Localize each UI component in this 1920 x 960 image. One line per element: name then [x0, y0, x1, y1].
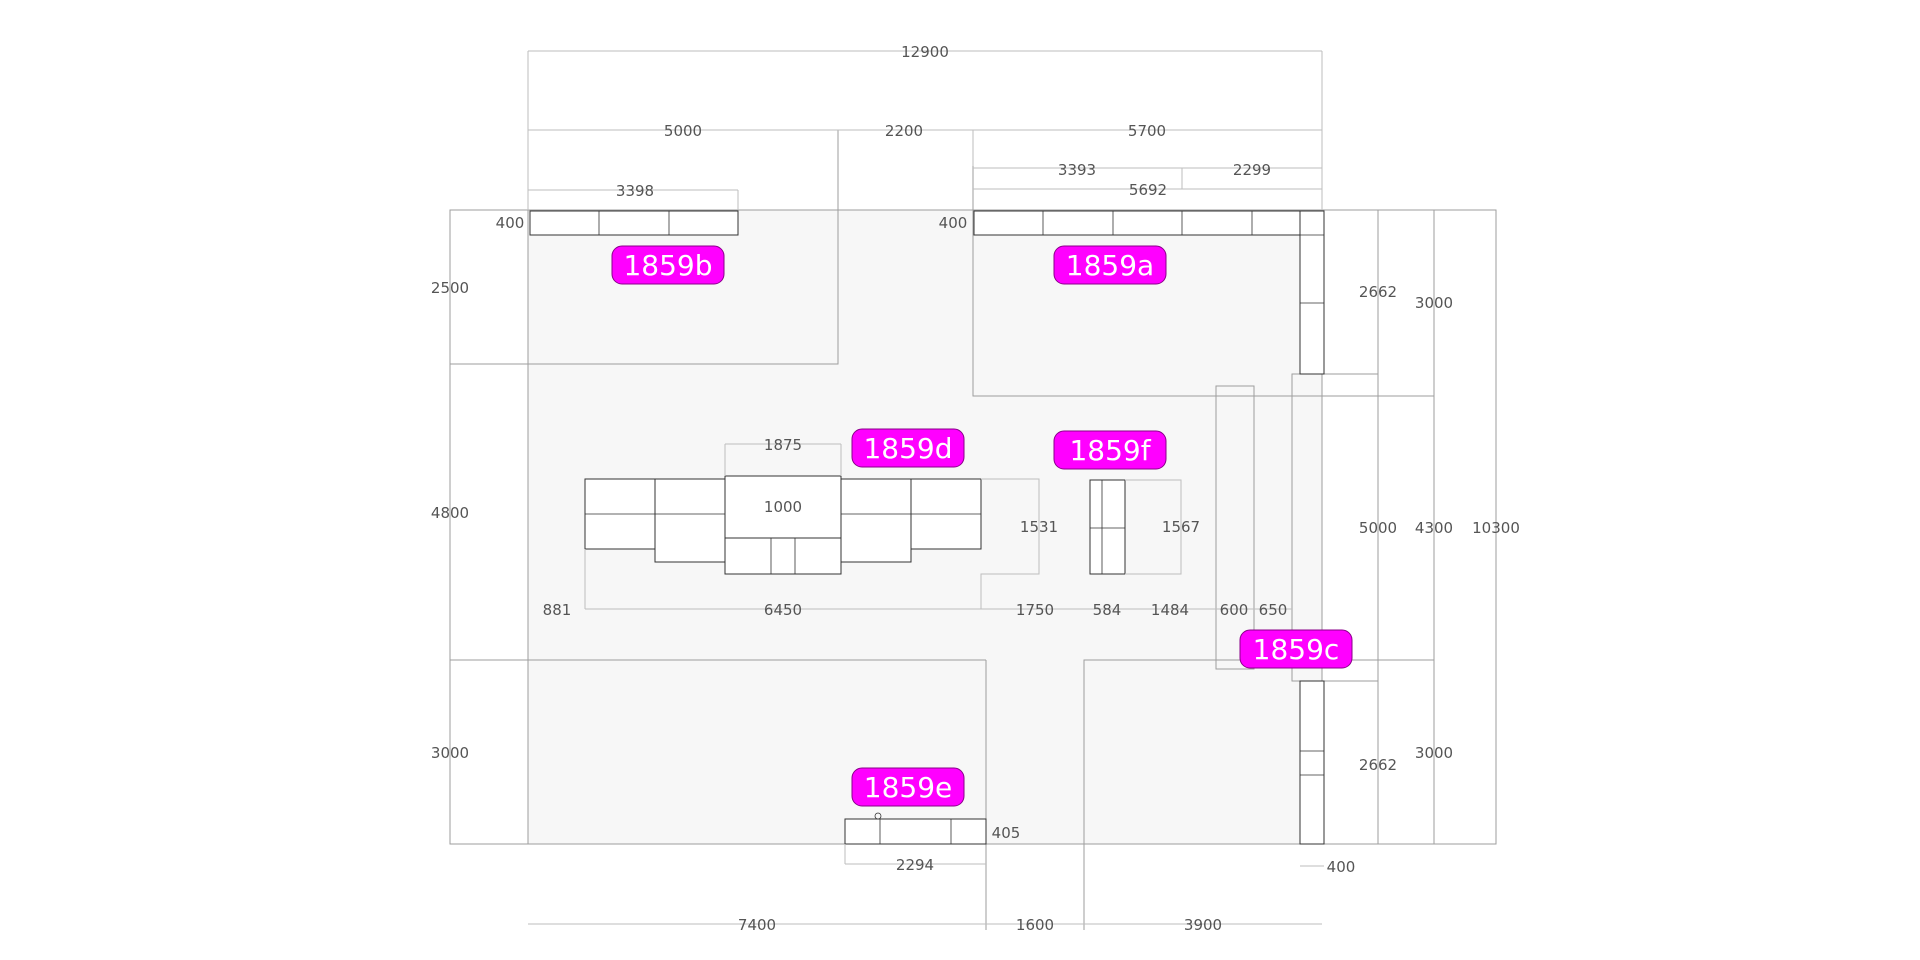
dim-d-1531: 1531	[1020, 518, 1058, 536]
dim-d-1000: 1000	[764, 498, 802, 516]
dim-row-650: 650	[1259, 601, 1288, 619]
dim-right-3000-top: 3000	[1415, 294, 1453, 312]
dim-row-1484: 1484	[1151, 601, 1189, 619]
dim-left-bottom: 3000	[431, 744, 469, 762]
dim-right-3000-bottom: 3000	[1415, 744, 1453, 762]
dim-e-405: 405	[992, 824, 1021, 842]
dim-top-total: 12900	[901, 43, 949, 61]
dim-row-1750: 1750	[1016, 601, 1054, 619]
dim-d-1875: 1875	[764, 436, 802, 454]
dim-right-10300: 10300	[1472, 519, 1520, 537]
dim-top-middle: 2200	[885, 122, 923, 140]
dim-a-400: 400	[939, 214, 968, 232]
booth-tag-d-label: 1859d	[863, 432, 952, 465]
dim-b-400: 400	[496, 214, 525, 232]
dim-a-3393: 3393	[1058, 161, 1096, 179]
dim-row-881: 881	[543, 601, 572, 619]
booth-tag-c-label: 1859c	[1253, 633, 1340, 666]
booth-tag-a[interactable]: 1859a	[1053, 245, 1167, 285]
dim-bottom-7400: 7400	[738, 916, 776, 934]
booth-tag-e-label: 1859e	[864, 771, 952, 804]
dim-row-6450: 6450	[764, 601, 802, 619]
dimension-labels: 12900 5000 2200 5700 3393 2299 5692 400 …	[431, 43, 1520, 934]
dim-bottom-3900: 3900	[1184, 916, 1222, 934]
dim-row-584: 584	[1093, 601, 1122, 619]
dim-right-4300: 4300	[1415, 519, 1453, 537]
booth-tag-b[interactable]: 1859b	[611, 245, 725, 285]
furniture	[529, 210, 1325, 845]
dim-b-3398: 3398	[616, 182, 654, 200]
booth-tag-a-label: 1859a	[1066, 249, 1154, 282]
dim-c-400: 400	[1327, 858, 1356, 876]
dimension-lines	[527, 50, 1324, 925]
dim-left-top: 2500	[431, 279, 469, 297]
dim-a-5692: 5692	[1129, 181, 1167, 199]
dim-f-1567: 1567	[1162, 518, 1200, 536]
booth-tag-c[interactable]: 1859c	[1239, 629, 1353, 669]
dim-bottom-1600: 1600	[1016, 916, 1054, 934]
dim-top-right: 5700	[1128, 122, 1166, 140]
dim-a-2299: 2299	[1233, 161, 1271, 179]
dim-left-middle: 4800	[431, 504, 469, 522]
booth-tag-b-label: 1859b	[623, 249, 712, 282]
dim-row-600: 600	[1220, 601, 1249, 619]
dim-top-left: 5000	[664, 122, 702, 140]
booth-tag-f-label: 1859f	[1069, 434, 1151, 467]
dim-c-2662: 2662	[1359, 756, 1397, 774]
dim-right-5000: 5000	[1359, 519, 1397, 537]
booth-tag-f[interactable]: 1859f	[1053, 430, 1167, 470]
dim-a-2662: 2662	[1359, 283, 1397, 301]
booth-tag-d[interactable]: 1859d	[851, 428, 965, 468]
booth-tag-e[interactable]: 1859e	[851, 767, 965, 807]
dim-e-2294: 2294	[896, 856, 934, 874]
